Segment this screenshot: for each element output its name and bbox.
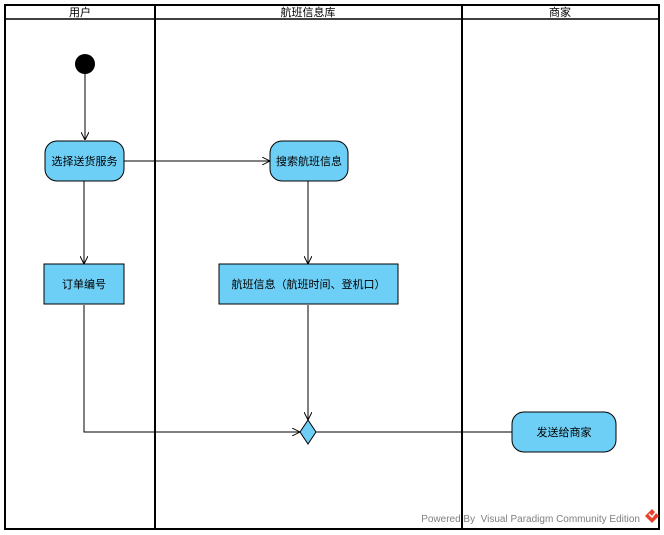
action-search-flight-shape xyxy=(269,140,349,182)
lane-title-user: 用户 xyxy=(69,5,91,19)
action-search-flight-label: 搜索航班信息 xyxy=(276,154,342,168)
watermark-text: Powered By Visual Paradigm Community Edi… xyxy=(421,514,640,525)
object-flight-info-label: 航班信息（航班时间、登机口） xyxy=(232,277,386,291)
action-send-to-merchant-label: 发送给商家 xyxy=(537,425,592,439)
action-select-service[interactable]: 选择送货服务 xyxy=(44,140,125,182)
object-order-number-label: 订单编号 xyxy=(62,277,106,291)
flow-edges xyxy=(84,74,512,432)
visual-paradigm-logo-icon xyxy=(645,509,659,523)
object-flight-info-shape xyxy=(218,263,399,305)
action-send-to-merchant-shape xyxy=(511,411,617,453)
edge-order-to-merge xyxy=(83,305,300,432)
object-flight-info[interactable]: 航班信息（航班时间、登机口） xyxy=(218,263,399,305)
action-select-service-label: 选择送货服务 xyxy=(52,154,118,168)
initial-node xyxy=(75,54,95,74)
lane-title-merchant: 商家 xyxy=(549,5,571,19)
action-send-to-merchant[interactable]: 发送给商家 xyxy=(511,411,617,453)
object-order-number[interactable]: 订单编号 xyxy=(43,263,125,305)
action-search-flight[interactable]: 搜索航班信息 xyxy=(269,140,349,182)
action-select-service-shape xyxy=(44,140,125,182)
merge-node[interactable] xyxy=(299,419,317,445)
swimlane-frame xyxy=(4,4,660,530)
object-order-number-shape xyxy=(43,263,125,305)
lane-title-flight-db: 航班信息库 xyxy=(281,5,336,19)
